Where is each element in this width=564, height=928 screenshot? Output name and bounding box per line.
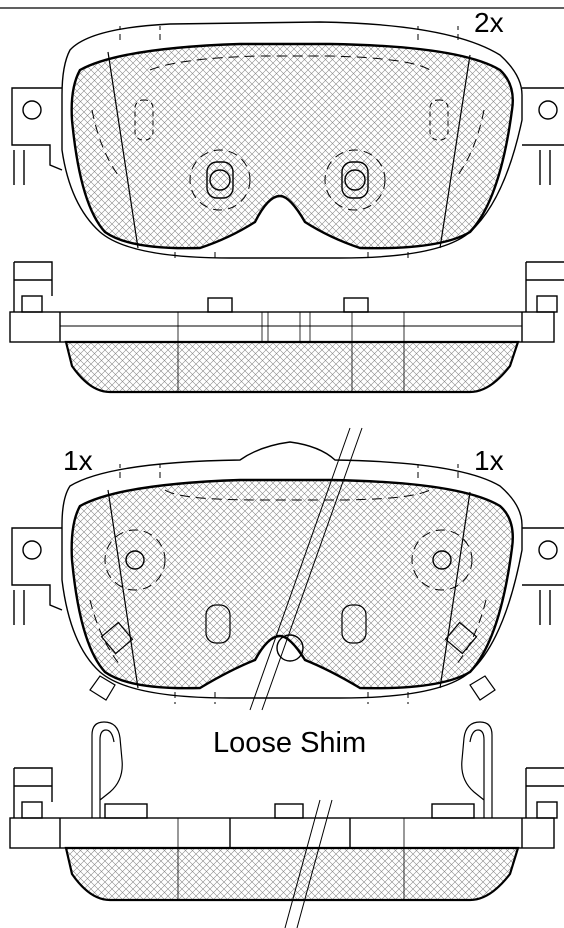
bottom-pad-backing-plate	[61, 441, 523, 699]
bottom-pad-side-view	[9, 721, 564, 928]
top-pad-right-boss	[324, 149, 386, 211]
top-pad-right-ear	[522, 87, 564, 146]
left-shim-clip	[91, 721, 123, 818]
bottom-pad-left-clip	[100, 621, 134, 655]
loose-shim-label: Loose Shim	[210, 729, 370, 758]
top-pad-quantity-label: 2x	[474, 7, 504, 38]
bottom-pad-side-friction	[64, 846, 520, 902]
top-pad-side-view	[9, 261, 564, 394]
top-pad-left-hole	[22, 100, 42, 120]
top-pad-side-friction	[64, 340, 520, 394]
top-pad-friction-material	[70, 42, 514, 250]
bottom-left-quantity-label: 1x	[63, 445, 93, 476]
top-pad-front-view	[11, 21, 564, 262]
bottom-pad-front-view	[11, 427, 564, 711]
top-pad-right-hole	[538, 100, 558, 120]
right-shim-clip	[461, 721, 493, 818]
top-pad-left-boss	[189, 149, 251, 211]
bottom-right-quantity-label: 1x	[474, 445, 504, 476]
top-pad-left-ear	[11, 87, 63, 171]
bottom-pad-friction-material	[70, 478, 514, 690]
